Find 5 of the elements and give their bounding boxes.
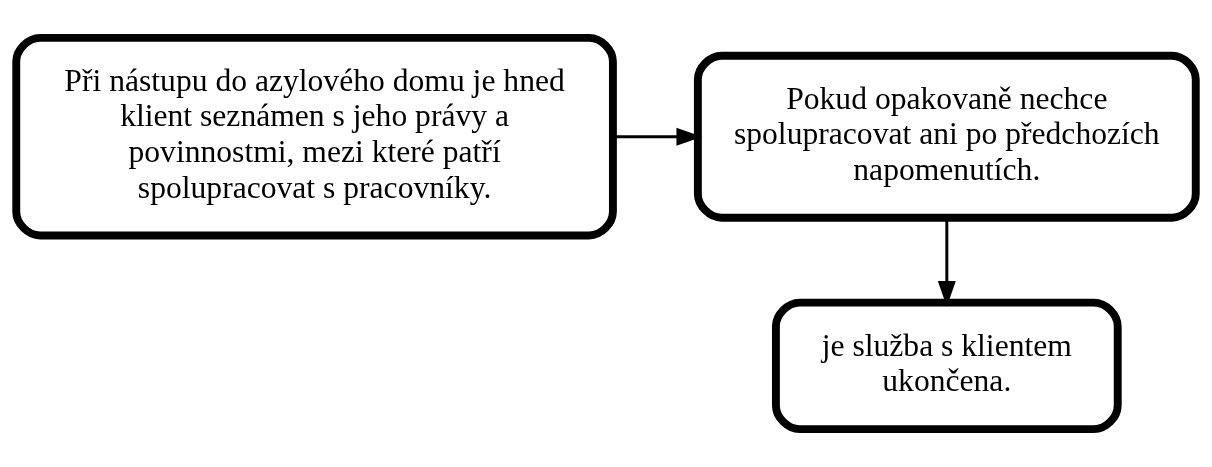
arrow [613, 127, 703, 146]
node-box: Při nástupu do azylového domu je hned klient seznámen s jeho právy a povinnostmi, mezi které patří spolupracovat s pracovníky. [12, 33, 617, 240]
arrow [937, 218, 956, 307]
node-box: Pokud opakovaně nechce spolupracovat ani po předchozích napomenutích. [693, 51, 1200, 222]
node-box: je služba s klientem ukončena. [771, 298, 1122, 434]
